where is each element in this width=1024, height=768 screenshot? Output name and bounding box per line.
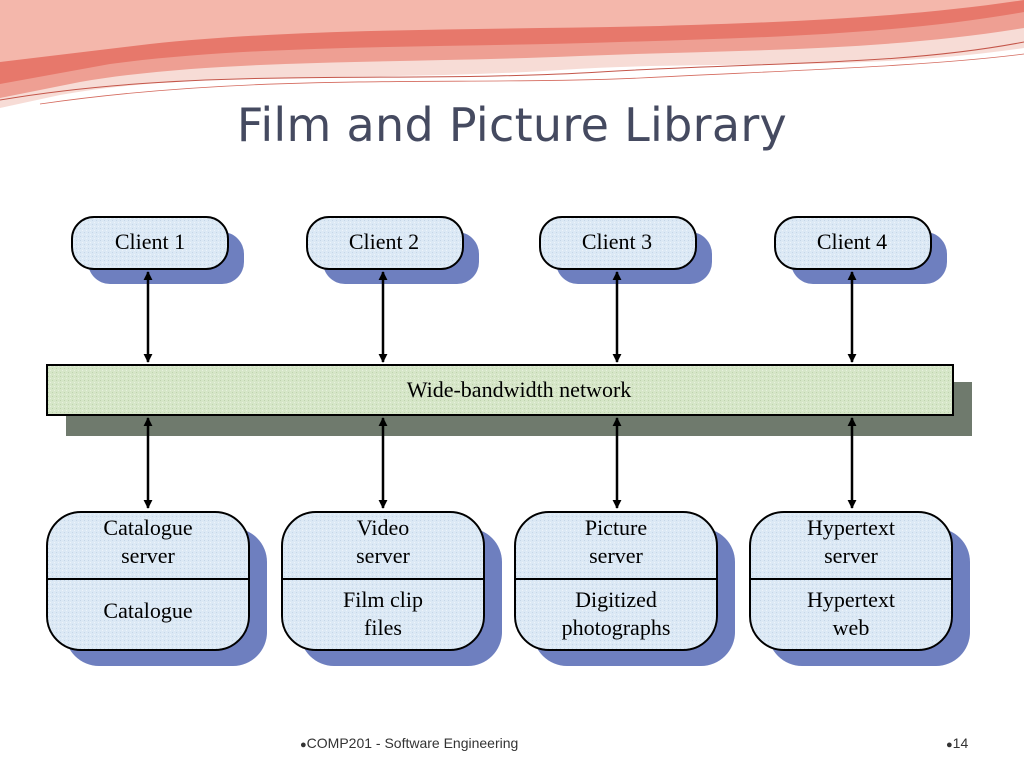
client-label: Client 4 (817, 229, 887, 254)
header-swoosh-decoration (0, 0, 1024, 108)
client-label: Client 1 (115, 229, 185, 254)
client-label: Client 2 (349, 229, 419, 254)
storage-label-line-1: Film clip (343, 587, 423, 612)
storage-label-line-2: web (833, 615, 870, 640)
footer-course-text: COMP201 - Software Engineering (306, 735, 519, 751)
footer-page-number: ●14 (946, 735, 968, 751)
client-network-arrows (143, 271, 857, 363)
server-node-hypertext: Hypertext server Hypertext web (749, 511, 970, 666)
client-node-2: Client 2 (306, 216, 479, 284)
storage-label-line-1: Digitized (575, 587, 657, 612)
client-label: Client 3 (582, 229, 652, 254)
bullet-icon: ● (946, 739, 953, 751)
server-label-line-2: server (589, 543, 643, 568)
server-node-catalogue: Catalogue server Catalogue (46, 511, 267, 666)
server-label-line-2: server (121, 543, 175, 568)
server-node-picture: Picture server Digitized photographs (514, 511, 735, 666)
server-label-line-2: server (824, 543, 878, 568)
footer-course: ●COMP201 - Software Engineering (300, 735, 518, 751)
bullet-icon: ● (300, 739, 307, 751)
network-bar: Wide-bandwidth network (46, 364, 972, 436)
server-label-line-1: Catalogue (103, 515, 192, 540)
client-node-1: Client 1 (71, 216, 244, 284)
server-network-arrows (143, 417, 857, 509)
storage-label-line-1: Hypertext (807, 587, 895, 612)
server-label-line-2: server (356, 543, 410, 568)
client-node-3: Client 3 (539, 216, 712, 284)
slide-title: Film and Picture Library (236, 98, 788, 152)
server-label-line-1: Picture (585, 515, 647, 540)
page-number: 14 (952, 735, 969, 751)
client-node-4: Client 4 (774, 216, 947, 284)
server-label-line-1: Hypertext (807, 515, 895, 540)
architecture-diagram: Client 1 Client 2 Client 3 Client 4 Wide… (46, 216, 972, 666)
server-node-video: Video server Film clip files (281, 511, 502, 666)
storage-label-line-2: files (364, 615, 402, 640)
storage-label-line-1: Catalogue (103, 598, 192, 623)
server-label-line-1: Video (357, 515, 409, 540)
network-label: Wide-bandwidth network (407, 377, 632, 402)
storage-label-line-2: photographs (562, 615, 671, 640)
